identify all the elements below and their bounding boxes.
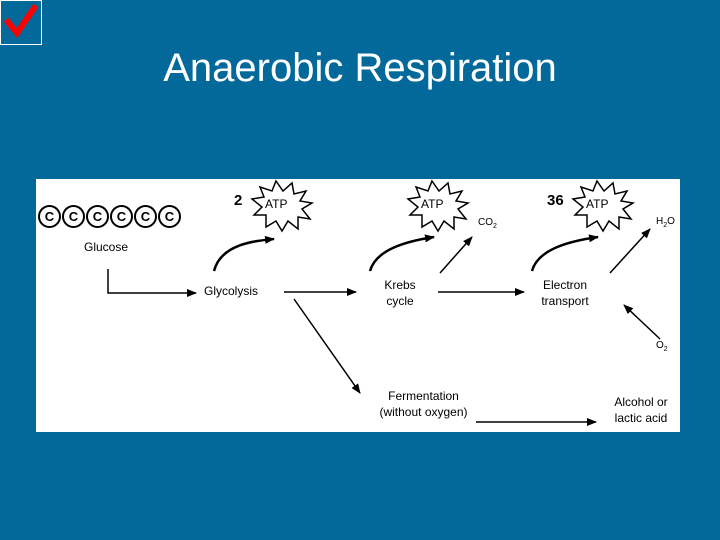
electron-transport-label: Electron transport [541,278,589,308]
atp-label-glycolysis: ATP [265,197,288,211]
carbon-atom: C [62,205,85,228]
co2-arrow [439,236,473,274]
carbon-atom: C [110,205,133,228]
o2-label: O2 [656,340,668,356]
co2-base: CO [478,217,493,228]
co2-label: CO2 [478,217,497,233]
alcohol-label: Alcohol or lactic acid [614,395,668,425]
h2o-subscript: 2 [663,222,668,229]
carbon-atom: C [86,205,109,228]
o2-subscript: 2 [663,346,668,353]
carbon-atom: C [134,205,157,228]
slide-title: Anaerobic Respiration [163,46,557,90]
glycolysis-to-fermentation-arrow [293,298,361,394]
carbon-atom: C [38,205,61,228]
respiration-diagram: C C C C C C Glucose Glycolysis Krebs cyc… [36,179,680,432]
h2o-arrow [609,228,651,274]
electron-atp-curve [530,234,599,272]
glycolysis-label: Glycolysis [204,284,259,298]
glycolysis-atp-curve [212,235,275,272]
h2o-pre: H [656,216,664,227]
atp-starburst-krebs [406,179,471,233]
glucose-label: Glucose [84,240,129,254]
fermentation-label: Fermentation (without oxygen) [379,389,468,419]
checkbox[interactable] [0,0,42,45]
electron-atp-count: 36 [547,192,564,209]
krebs-label: Krebs cycle [384,278,416,308]
o2-arrow [623,304,661,340]
diagram-arrows [107,179,661,426]
atp-label-krebs: ATP [421,197,444,211]
h2o-post: O [667,216,675,227]
h2o-label: H2O [656,216,675,232]
o2-base: O [656,340,664,351]
atp-starburst-electron [571,179,636,233]
carbon-atom: C [158,205,181,228]
krebs-atp-curve [368,234,435,272]
checkmark-icon [4,4,38,39]
glycolysis-atp-count: 2 [234,192,243,209]
atp-label-electron: ATP [586,197,609,211]
atp-starburst-glycolysis [250,179,315,233]
glucose-to-glycolysis-arrow [107,269,197,297]
co2-subscript: 2 [493,223,497,230]
